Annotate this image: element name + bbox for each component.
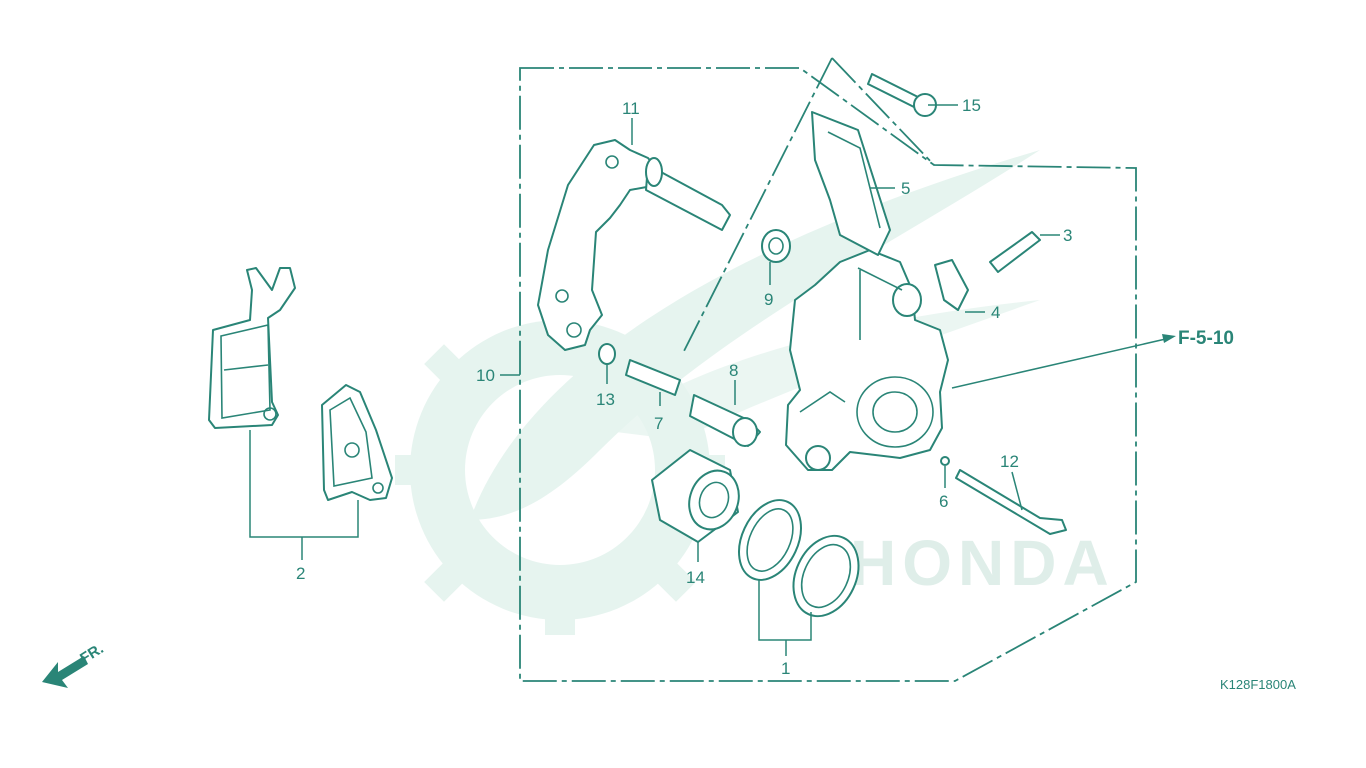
callout-15: 15	[962, 96, 981, 115]
callout-5: 5	[901, 179, 910, 198]
callout-7: 7	[654, 414, 663, 433]
callout-2: 2	[296, 564, 305, 583]
direction-arrow-icon	[42, 656, 88, 688]
callout-3: 3	[1063, 226, 1072, 245]
caliper-bracket	[537, 139, 731, 351]
assembly-boundary	[519, 67, 1137, 682]
reference-label: F-5-10	[1178, 328, 1234, 349]
callout-4: 4	[991, 303, 1000, 322]
callout-10: 10	[476, 366, 495, 385]
callout-13: 13	[596, 390, 615, 409]
callout-6: 6	[939, 492, 948, 511]
diagram-code: K128F1800A	[1220, 677, 1296, 692]
callout-9: 9	[764, 290, 773, 309]
leader-lines	[249, 104, 1176, 656]
hardware-parts	[598, 73, 1067, 535]
callout-12: 12	[1000, 452, 1019, 471]
callout-1: 1	[781, 659, 790, 678]
watermark-text: HONDA	[850, 527, 1115, 599]
caliper-bracket-boundary	[681, 57, 935, 356]
front-direction-indicator: FR.	[42, 640, 107, 688]
piston-and-seals	[651, 449, 860, 618]
brake-pad-set	[208, 267, 393, 501]
callout-11: 11	[622, 99, 640, 118]
callout-labels: 1 2 3 4 5 6 7 8 9 10 11 12 13 14 15	[296, 96, 1072, 678]
callout-14: 14	[686, 568, 705, 587]
caliper-body	[785, 249, 949, 471]
callout-8: 8	[729, 361, 738, 380]
reference-arrowhead	[1162, 334, 1176, 343]
